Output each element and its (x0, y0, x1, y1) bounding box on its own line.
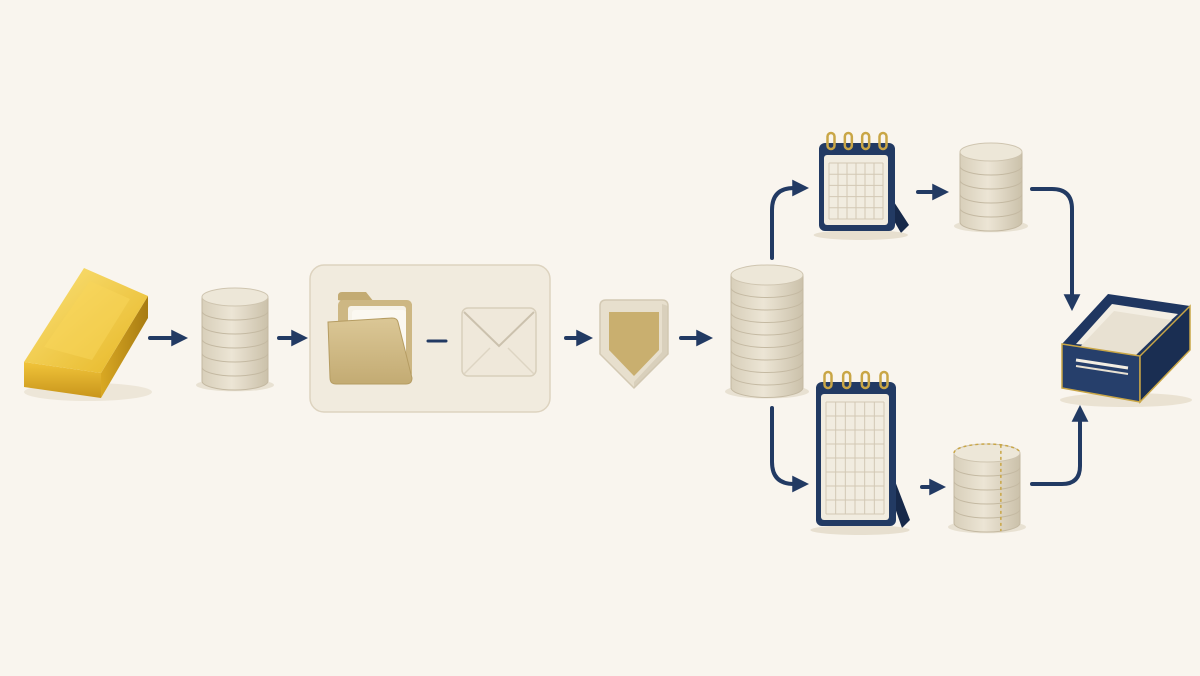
gold-bar-icon (24, 268, 152, 401)
arrow-stack-bottom-to-tray (1030, 404, 1089, 486)
folder-icon (327, 292, 413, 385)
arrow-stack-top-to-tray (1030, 187, 1081, 312)
partitioned-database-icon (948, 443, 1026, 534)
calendar-icon (813, 131, 909, 240)
database-stack-icon (196, 287, 274, 392)
arrow-tall-stack-to-calendar-bottom (770, 406, 810, 493)
calendar-icon (810, 370, 910, 535)
database-stack-icon (954, 142, 1028, 233)
envelope-icon (461, 307, 537, 377)
arrow-tall-stack-to-calendar-top (770, 179, 810, 260)
shield-icon (599, 299, 669, 390)
inbox-tray-icon (1060, 294, 1192, 407)
database-stack-icon (725, 264, 809, 399)
